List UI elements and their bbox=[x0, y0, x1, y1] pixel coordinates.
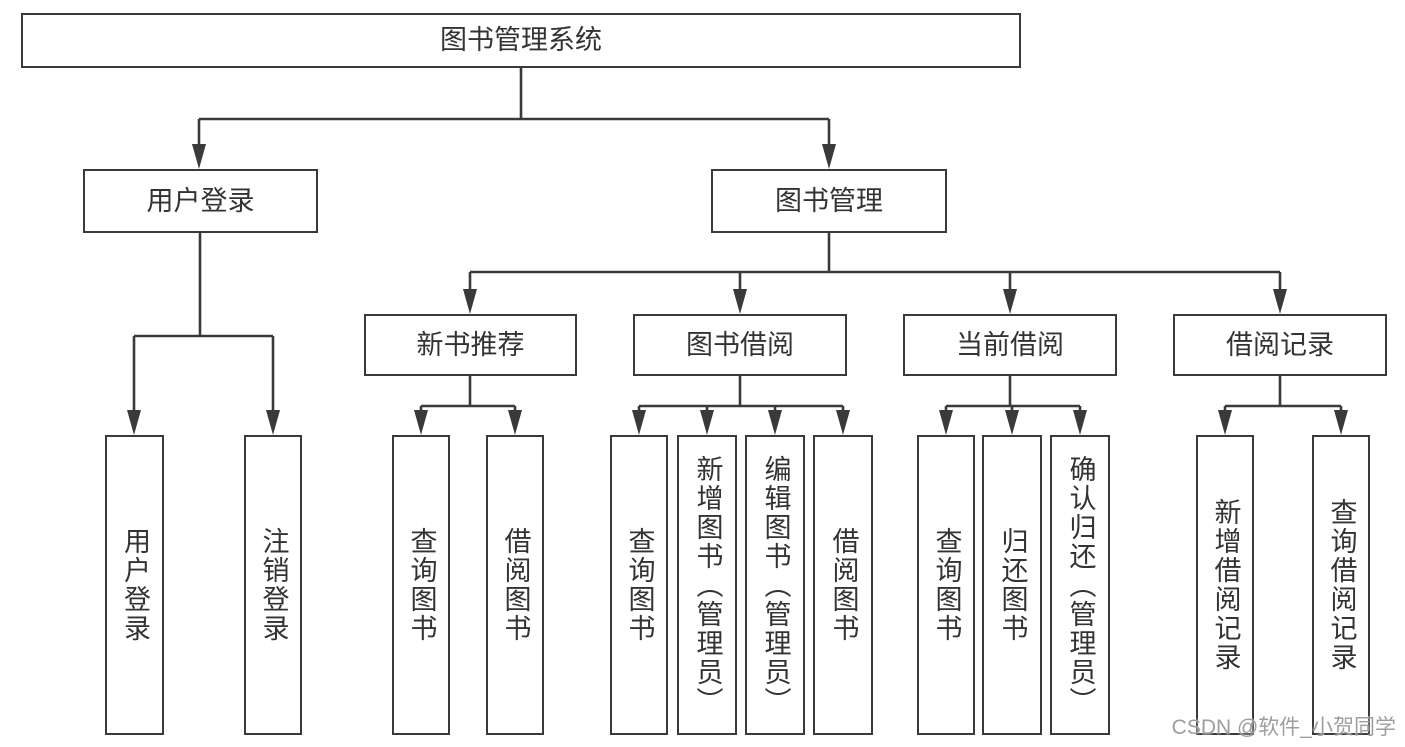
node-label: 用户登录 bbox=[146, 185, 255, 216]
node-label: 借阅记录 bbox=[1226, 329, 1334, 360]
leaf-label: 编辑图书（管理员） bbox=[760, 454, 791, 716]
leaf-query-books-borrowing: 查询图书 bbox=[610, 435, 668, 735]
leaf-add-books-admin: 新增图书（管理员） bbox=[677, 435, 737, 735]
node-label: 新书推荐 bbox=[416, 329, 525, 360]
node-new-book-recommend: 新书推荐 bbox=[364, 314, 577, 376]
leaf-label: 新增借阅记录 bbox=[1210, 498, 1241, 672]
node-label: 图书借阅 bbox=[686, 329, 794, 360]
leaf-logout: 注销登录 bbox=[244, 435, 302, 735]
leaf-label: 查询图书 bbox=[931, 527, 962, 643]
leaf-return-books: 归还图书 bbox=[982, 435, 1042, 735]
node-book-borrowing: 图书借阅 bbox=[633, 314, 847, 376]
leaf-query-books-recommend: 查询图书 bbox=[392, 435, 450, 735]
node-label: 当前借阅 bbox=[956, 329, 1064, 360]
leaf-edit-books-admin: 编辑图书（管理员） bbox=[745, 435, 805, 735]
leaf-label: 查询借阅记录 bbox=[1326, 498, 1357, 672]
node-label: 图书管理 bbox=[775, 185, 883, 216]
watermark: CSDN @软件_小贺同学 bbox=[1171, 716, 1396, 739]
leaf-query-borrow-record: 查询借阅记录 bbox=[1312, 435, 1370, 735]
node-library-management-system: 图书管理系统 bbox=[21, 13, 1021, 68]
node-book-management: 图书管理 bbox=[711, 169, 947, 233]
leaf-add-borrow-record: 新增借阅记录 bbox=[1196, 435, 1254, 735]
leaf-label: 确认归还（管理员） bbox=[1065, 454, 1096, 716]
node-current-borrowing: 当前借阅 bbox=[903, 314, 1117, 376]
leaf-label: 查询图书 bbox=[406, 527, 437, 643]
leaf-label: 借阅图书 bbox=[500, 527, 531, 643]
leaf-label: 查询图书 bbox=[624, 527, 655, 643]
leaf-label: 归还图书 bbox=[997, 527, 1028, 643]
leaf-label: 注销登录 bbox=[258, 527, 289, 643]
leaf-label: 借阅图书 bbox=[828, 527, 859, 643]
leaf-label: 用户登录 bbox=[120, 527, 150, 643]
leaf-label: 新增图书（管理员） bbox=[692, 454, 723, 716]
leaf-confirm-return-admin: 确认归还（管理员） bbox=[1050, 435, 1110, 735]
node-borrowing-records: 借阅记录 bbox=[1173, 314, 1387, 376]
node-label: 图书管理系统 bbox=[440, 25, 602, 55]
leaf-query-books-current: 查询图书 bbox=[917, 435, 975, 735]
node-user-login: 用户登录 bbox=[83, 169, 318, 233]
leaf-borrow-books: 借阅图书 bbox=[813, 435, 873, 735]
leaf-borrow-books-recommend: 借阅图书 bbox=[486, 435, 544, 735]
leaf-user-login: 用户登录 bbox=[105, 435, 164, 735]
